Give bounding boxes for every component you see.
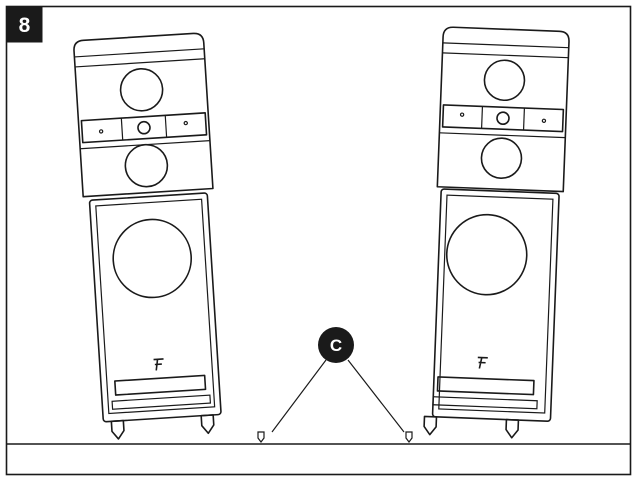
step-badge-bg xyxy=(6,6,43,43)
left-floor-protector xyxy=(257,431,265,443)
step-number: 8 xyxy=(19,14,31,37)
left-woofer xyxy=(112,218,193,299)
step-badge: 8 xyxy=(6,6,43,43)
left-tweeter-panel xyxy=(80,112,208,144)
callout-label: C xyxy=(330,336,342,355)
figure-frame xyxy=(5,5,632,476)
callout-badge: C xyxy=(318,327,354,363)
right-upper-cabinet xyxy=(436,26,570,193)
right-lower-cabinet xyxy=(431,188,560,422)
left-tweeter xyxy=(137,120,151,135)
right-speaker xyxy=(423,26,570,439)
left-rear-spike-icon xyxy=(200,414,215,435)
left-speaker xyxy=(73,32,222,440)
left-midrange-driver-bottom xyxy=(124,143,169,188)
callout-leader-left xyxy=(271,359,327,433)
right-front-spike-icon xyxy=(423,415,438,436)
right-tweeter xyxy=(496,111,510,126)
right-floor-protector xyxy=(405,431,413,443)
right-rear-spike-icon xyxy=(505,418,520,439)
left-midrange-driver-top xyxy=(119,67,164,112)
right-focal-logo-icon xyxy=(477,356,488,369)
left-focal-logo-icon xyxy=(153,358,164,371)
callout-leader-right xyxy=(347,359,405,433)
left-base-plate xyxy=(114,374,207,396)
left-upper-cabinet xyxy=(73,32,214,198)
right-midrange-driver-bottom xyxy=(480,137,523,179)
right-midrange-driver-top xyxy=(483,59,526,102)
right-woofer xyxy=(445,213,528,296)
callout-badge-bg xyxy=(318,327,354,363)
left-lower-cabinet xyxy=(88,192,222,423)
left-front-spike-icon xyxy=(110,419,125,440)
right-tweeter-panel xyxy=(441,104,565,133)
right-base-plate xyxy=(436,376,535,396)
